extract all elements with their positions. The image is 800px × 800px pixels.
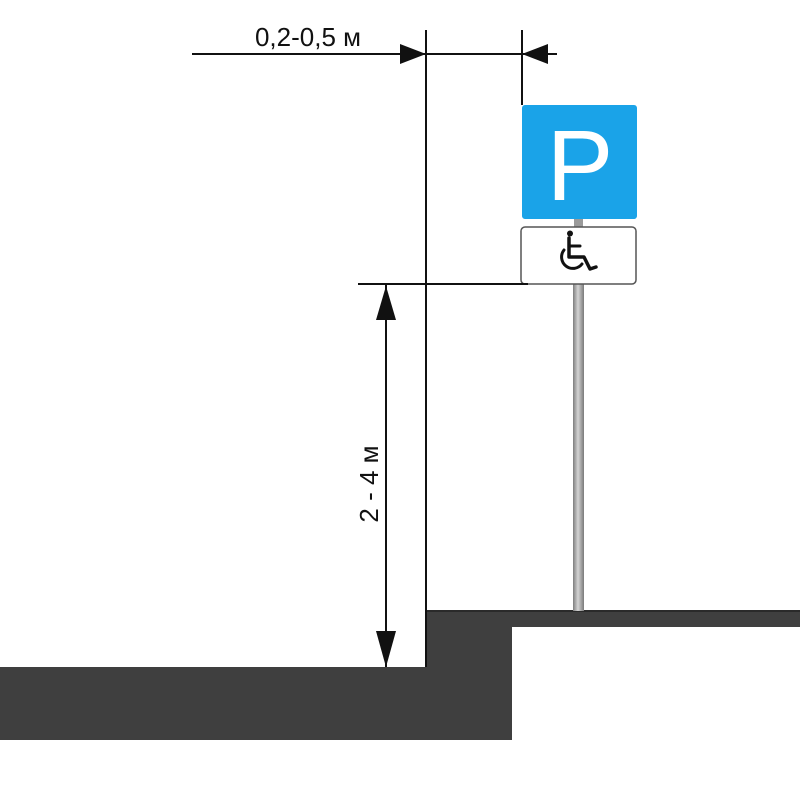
height-dimension: 2 - 4 м bbox=[354, 283, 528, 667]
disabled-plate bbox=[520, 226, 637, 285]
height-arrow-bottom bbox=[376, 631, 396, 667]
wheelchair-icon bbox=[560, 230, 598, 271]
parking-sign: P bbox=[522, 105, 637, 222]
offset-arrow-right bbox=[522, 44, 548, 64]
road-and-curb bbox=[0, 612, 800, 740]
offset-dimension: 0,2-0,5 м bbox=[192, 22, 557, 105]
parking-sign-letter: P bbox=[547, 110, 614, 222]
ground bbox=[0, 610, 800, 740]
sign-pole bbox=[573, 284, 584, 611]
offset-dimension-label: 0,2-0,5 м bbox=[255, 22, 361, 52]
parking-sign-face bbox=[522, 105, 637, 219]
height-dimension-label: 2 - 4 м bbox=[354, 445, 384, 522]
height-arrow-top bbox=[376, 286, 396, 320]
offset-arrow-left bbox=[400, 44, 426, 64]
pole-connector bbox=[574, 219, 583, 227]
